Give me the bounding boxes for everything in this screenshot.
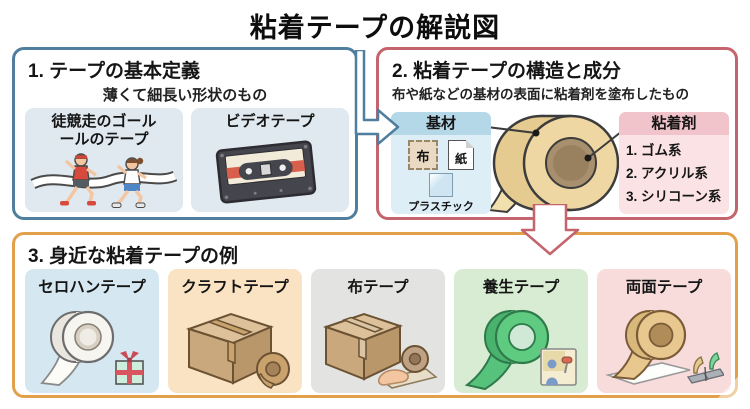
tape-roll-illustration	[479, 114, 627, 214]
adhesive-type-acrylic: 2. アクリル系	[626, 165, 708, 181]
section2-heading: 2. 粘着テープの構造と成分	[392, 61, 621, 82]
cloth-icon: 布	[408, 140, 438, 170]
example-card-cellophane: セロハンテープ	[25, 269, 159, 393]
section-common-examples: 3. 身近な粘着テープの例 セロハンテープ	[12, 232, 738, 398]
leader-dot-base	[532, 129, 540, 137]
page-title: 粘着テープの解説図	[249, 13, 501, 43]
section2-subtitle: 布や紙などの基材の表面に粘着剤を塗布したもの	[392, 87, 689, 102]
adhesive-type-silicone: 3. シリコーン系	[626, 188, 722, 204]
definition-card-label: ビデオテープ	[225, 113, 315, 130]
plastic-icon	[429, 173, 453, 197]
adhesive-label: 粘着剤	[619, 112, 729, 135]
example-card-kraft: クラフトテープ	[168, 269, 302, 393]
example-label: クラフトテープ	[181, 279, 289, 296]
kraft-tape-illustration	[185, 312, 290, 389]
curing-tape-illustration	[464, 309, 577, 391]
leader-dot-adhesive	[584, 154, 592, 162]
adhesive-type-rubber: 1. ゴム系	[626, 143, 682, 158]
arrow-section1-to-section2	[354, 50, 400, 146]
example-card-doublesided: 両面テープ	[597, 269, 731, 393]
example-card-cloth: 布テープ	[311, 269, 445, 393]
section3-heading: 3. 身近な粘着テープの例	[28, 246, 238, 267]
arrow-section2-to-section3	[520, 204, 580, 256]
definition-card-race-goal-tape: 徒競走のゴール ールのテープ	[25, 108, 183, 212]
example-label: 布テープ	[347, 279, 409, 296]
definition-card-video-tape: ビデオテープ	[191, 108, 349, 212]
example-label: 両面テープ	[625, 279, 703, 296]
section1-subtitle: 薄くて細長い形状のもの	[102, 87, 268, 104]
double-sided-tape-illustration	[605, 309, 724, 385]
example-card-curing: 養生テープ	[454, 269, 588, 393]
runners-finish-tape-illustration	[30, 153, 178, 208]
section-structure-components: 2. 粘着テープの構造と成分 布や紙などの基材の表面に粘着剤を塗布したもの 基材…	[376, 47, 738, 220]
cassette-illustration	[215, 140, 317, 204]
paper-icon: 紙	[448, 140, 474, 170]
cloth-tape-illustration	[322, 312, 438, 389]
watermark-triangle	[718, 368, 746, 398]
definition-card-label: 徒競走のゴール ールのテープ	[51, 113, 157, 148]
section-basic-definition: 1. テープの基本定義 薄くて細長い形状のもの 徒競走のゴール ールのテープ	[12, 47, 358, 220]
plastic-label: プラスチック	[408, 201, 474, 213]
example-label: セロハンテープ	[38, 279, 146, 296]
section1-heading: 1. テープの基本定義	[28, 61, 200, 82]
adhesive-box: 粘着剤 1. ゴム系 2. アクリル系 3. シリコーン系	[619, 112, 729, 214]
base-material-box: 基材 布 紙 プラスチック	[391, 112, 491, 214]
cellophane-tape-illustration	[40, 310, 144, 386]
example-label: 養生テープ	[482, 279, 560, 296]
base-material-label: 基材	[391, 112, 491, 135]
